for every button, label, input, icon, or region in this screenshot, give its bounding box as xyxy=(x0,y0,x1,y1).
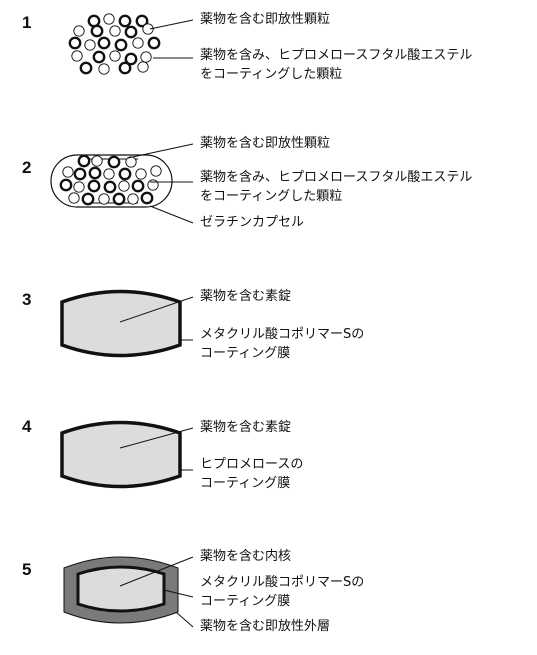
label-coating-film: メタクリル酸コポリマーSの コーティング膜 xyxy=(200,325,364,363)
label-coating-film: メタクリル酸コポリマーSの コーティング膜 xyxy=(200,573,364,611)
immediate-release-granule xyxy=(109,50,121,62)
coated-granule xyxy=(118,167,132,181)
immediate-release-granule xyxy=(103,168,115,180)
label-coated-granule: 薬物を含み、ヒプロメロースフタル酸エステル をコーティングした顆粒 xyxy=(200,46,472,84)
label-uncoated-tablet: 薬物を含む素錠 xyxy=(200,289,292,304)
label-line: コーティング膜 xyxy=(200,594,291,609)
granule-cluster-2 xyxy=(59,154,162,206)
coated-granule xyxy=(87,179,101,193)
coated-granule xyxy=(97,36,111,50)
section-number-4: 4 xyxy=(22,417,32,436)
coated-granule xyxy=(118,14,132,28)
immediate-release-granule xyxy=(103,13,115,25)
immediate-release-granule xyxy=(91,155,103,167)
leader-line xyxy=(149,19,194,30)
immediate-release-granule xyxy=(98,63,110,75)
immediate-release-granule xyxy=(84,39,96,51)
label-line: メタクリル酸コポリマーSの xyxy=(200,327,365,342)
coated-granule xyxy=(114,38,128,52)
coated-granule xyxy=(135,14,149,28)
label-line: ヒプロメロースの xyxy=(200,457,304,472)
immediate-release-granule xyxy=(68,192,80,204)
granule-cluster-1 xyxy=(68,13,161,75)
coated-granule xyxy=(73,167,87,181)
immediate-release-granule xyxy=(98,193,110,205)
inner-core xyxy=(76,565,166,613)
coated-granule xyxy=(147,36,161,50)
label-uncoated-tablet: 薬物を含む素錠 xyxy=(200,420,292,435)
label-inner-core: 薬物を含む内核 xyxy=(200,549,292,564)
coated-granule xyxy=(90,24,104,38)
leader-line xyxy=(175,611,194,628)
immediate-release-granule xyxy=(73,181,85,193)
leader-line xyxy=(149,205,194,224)
tablet-core xyxy=(60,289,182,358)
section-number-3: 3 xyxy=(22,290,32,309)
label-immediate-release-granule: 薬物を含む即放性顆粒 xyxy=(200,136,331,151)
immediate-release-granule xyxy=(142,23,154,35)
immediate-release-granule xyxy=(125,156,137,168)
coated-granule xyxy=(140,191,154,205)
immediate-release-granule xyxy=(118,180,130,192)
coated-granule xyxy=(88,166,102,180)
coated-granule xyxy=(131,179,145,193)
label-coated-granule: 薬物を含み、ヒプロメロースフタル酸エステル をコーティングした顆粒 xyxy=(200,168,472,206)
leader-line xyxy=(163,589,194,598)
coated-granule xyxy=(59,178,73,192)
immediate-release-granule xyxy=(135,168,147,180)
section-number-1: 1 xyxy=(22,13,32,32)
leader-line xyxy=(119,556,194,587)
label-line: 薬物を含み、ヒプロメロースフタル酸エステル xyxy=(200,48,473,63)
coated-granule xyxy=(124,25,138,39)
coated-granule xyxy=(124,52,138,66)
label-immediate-release-granule: 薬物を含む即放性顆粒 xyxy=(200,12,331,27)
immediate-release-granule xyxy=(150,165,162,177)
coated-granule xyxy=(118,61,132,75)
tablet-core xyxy=(60,420,182,489)
coated-granule xyxy=(92,50,106,64)
coated-granule xyxy=(107,155,121,169)
leader-line xyxy=(119,296,194,323)
immediate-release-granule xyxy=(132,37,144,49)
coated-granule xyxy=(68,36,82,50)
leader-line xyxy=(127,143,194,159)
immediate-release-granule xyxy=(73,25,85,37)
section-number-2: 2 xyxy=(22,158,32,177)
coated-granule xyxy=(81,192,95,206)
label-coating-film: ヒプロメロースの コーティング膜 xyxy=(200,455,303,493)
leader-line xyxy=(119,427,194,449)
coated-granule xyxy=(79,61,93,75)
label-line: をコーティングした顆粒 xyxy=(200,189,343,204)
immediate-release-granule xyxy=(109,25,121,37)
section-number-5: 5 xyxy=(22,560,32,579)
label-line: コーティング膜 xyxy=(200,476,291,491)
label-immediate-release-outer-layer: 薬物を含む即放性外層 xyxy=(200,619,331,634)
immediate-release-granule xyxy=(147,179,159,191)
immediate-release-granule xyxy=(127,193,139,205)
immediate-release-granule xyxy=(62,166,74,178)
immediate-release-granule xyxy=(137,61,149,73)
label-line: をコーティングした顆粒 xyxy=(200,67,343,82)
label-line: コーティング膜 xyxy=(200,346,291,361)
coated-granule xyxy=(77,154,91,168)
label-line: 薬物を含み、ヒプロメロースフタル酸エステル xyxy=(200,170,473,185)
immediate-release-granule xyxy=(140,51,152,63)
coated-granule xyxy=(112,192,126,206)
coated-granule xyxy=(103,180,117,194)
immediate-release-granule xyxy=(71,50,83,62)
label-line: メタクリル酸コポリマーSの xyxy=(200,575,365,590)
label-gelatin-capsule: ゼラチンカプセル xyxy=(200,215,305,230)
